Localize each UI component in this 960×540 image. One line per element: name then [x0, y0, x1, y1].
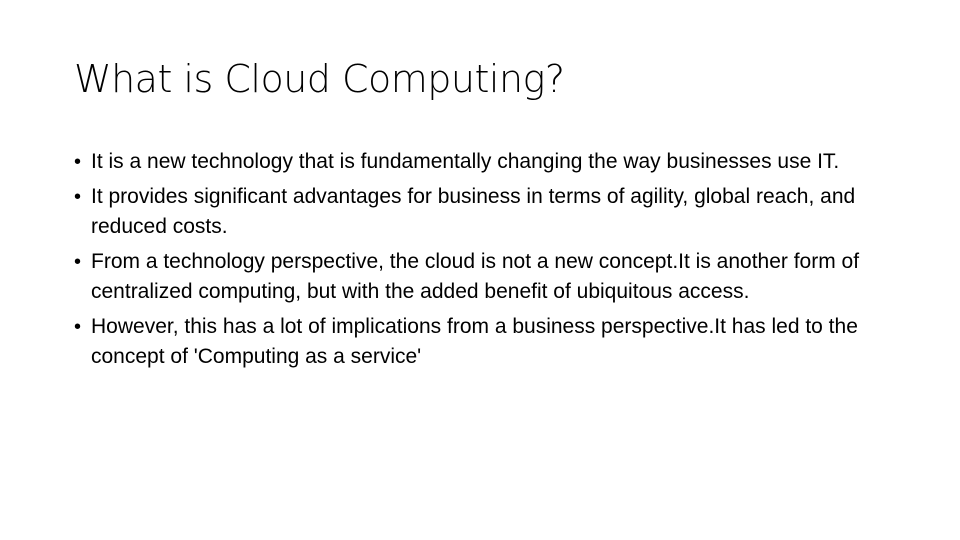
bullet-icon: •	[74, 186, 82, 208]
bullet-text: However, this has a lot of implications …	[91, 315, 858, 368]
bullet-text: It is a new technology that is fundament…	[91, 150, 840, 173]
list-item: • It is a new technology that is fundame…	[74, 147, 894, 177]
bullet-icon: •	[74, 151, 82, 173]
bullet-text: From a technology perspective, the cloud…	[91, 250, 860, 303]
bullet-icon: •	[74, 251, 82, 273]
bullet-icon: •	[74, 316, 82, 338]
list-item: • From a technology perspective, the clo…	[74, 247, 894, 307]
bullet-text: It provides significant advantages for b…	[91, 185, 856, 238]
bullet-list: • It is a new technology that is fundame…	[74, 147, 894, 377]
slide-title: What is Cloud Computing?	[74, 57, 565, 101]
list-item: • It provides significant advantages for…	[74, 182, 894, 242]
list-item: • However, this has a lot of implication…	[74, 312, 894, 372]
